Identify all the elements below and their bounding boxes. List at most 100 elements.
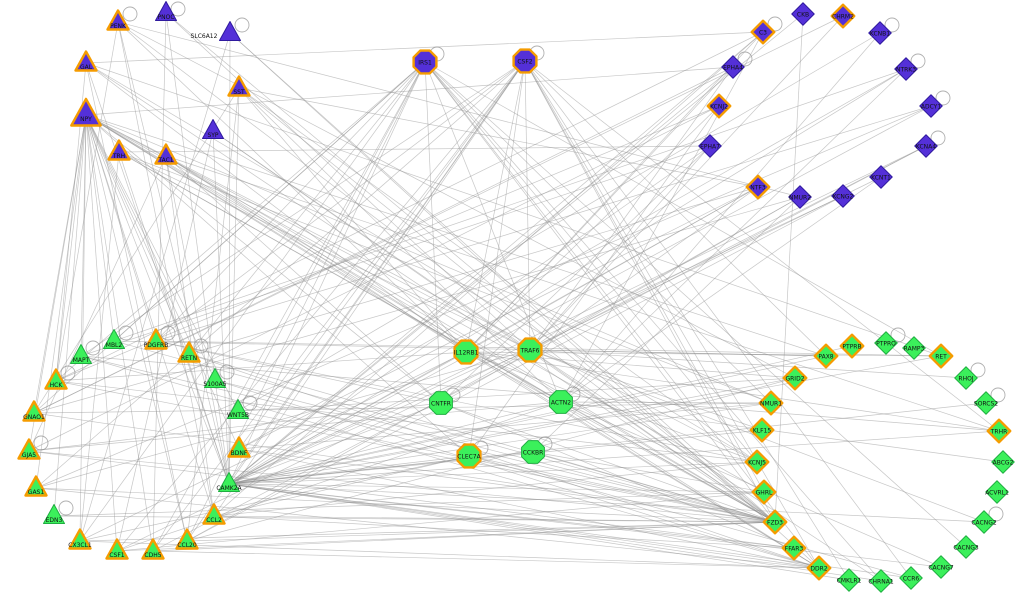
node-shape-PDGFRB[interactable]	[144, 328, 168, 350]
node-shape-TRH[interactable]	[107, 139, 131, 161]
node-EPHA7[interactable]: EPHA7	[698, 134, 722, 158]
node-shape-PTPRB[interactable]	[839, 333, 865, 359]
node-shape-KLF15[interactable]	[749, 417, 775, 443]
node-KCNA4[interactable]: KCNA4	[914, 134, 938, 158]
node-shape-GNAO1[interactable]	[22, 400, 46, 422]
node-shape-NMUR1[interactable]	[758, 390, 784, 416]
node-S100A5[interactable]: S100A5	[203, 368, 227, 389]
node-shape-PAX8[interactable]	[813, 343, 839, 369]
node-FFAR3[interactable]: FFAR3	[781, 535, 807, 561]
node-shape-GAS1[interactable]	[24, 475, 48, 497]
node-KLF15[interactable]: KLF15	[749, 417, 775, 443]
node-FZD3[interactable]: FZD3	[762, 509, 788, 535]
node-CMKLR1[interactable]: CMKLR1	[837, 568, 862, 592]
node-shape-S100A5[interactable]	[204, 368, 226, 388]
node-NPY[interactable]: NPY	[70, 97, 102, 127]
node-CCL20[interactable]: CCL20	[175, 528, 199, 550]
node-CCR6[interactable]: CCR6	[899, 566, 923, 590]
node-CDH5[interactable]: CDH5	[141, 538, 165, 560]
node-shape-RET[interactable]	[928, 343, 954, 369]
node-SST[interactable]: SST	[227, 75, 251, 97]
node-shape-PENK[interactable]	[106, 9, 130, 31]
node-shape-GAL[interactable]	[74, 50, 98, 72]
node-TRHR[interactable]: TRHR	[986, 418, 1012, 444]
node-EDN3[interactable]: EDN3	[43, 504, 65, 525]
node-shape-CLEC7A[interactable]	[456, 443, 482, 469]
node-shape-EPHA4[interactable]	[721, 55, 745, 79]
node-CNTFR[interactable]: CNTFR	[429, 391, 453, 415]
node-shape-BDNF[interactable]	[227, 436, 251, 458]
node-shape-MBL2[interactable]	[103, 329, 125, 349]
node-GRID2[interactable]: GRID2	[782, 365, 808, 391]
node-shape-CHRM2[interactable]	[830, 3, 856, 29]
node-shape-CHRNA1[interactable]	[869, 569, 893, 593]
node-GAS1[interactable]: GAS1	[24, 475, 48, 497]
node-shape-RHOJ[interactable]	[954, 366, 978, 390]
node-shape-EPHA7[interactable]	[698, 134, 722, 158]
node-shape-PTPRO[interactable]	[874, 331, 898, 355]
node-shape-KCNG2[interactable]	[831, 184, 855, 208]
node-SYP[interactable]: SYP	[202, 119, 224, 140]
node-shape-CSF2[interactable]	[512, 48, 538, 74]
node-DDR2[interactable]: DDR2	[806, 555, 832, 581]
node-PDGFRB[interactable]: PDGFRB	[144, 328, 169, 350]
node-shape-ADCY1[interactable]	[919, 94, 943, 118]
node-IRS1[interactable]: IRS1	[412, 49, 438, 75]
node-shape-MAPT[interactable]	[70, 344, 92, 364]
node-CAMK2A[interactable]: CAMK2A	[216, 472, 243, 493]
node-GHRL[interactable]: GHRL	[751, 479, 777, 505]
node-CACNG2[interactable]: CACNG2	[971, 510, 997, 534]
node-shape-RAMP3[interactable]	[902, 336, 926, 360]
node-PNOC[interactable]: PNOC	[155, 1, 177, 22]
node-shape-SYP[interactable]	[202, 119, 224, 139]
node-shape-KCNJ2[interactable]	[706, 93, 732, 119]
node-shape-IL12RB1[interactable]	[453, 339, 479, 365]
node-GNAO1[interactable]: GNAO1	[22, 400, 46, 422]
node-shape-CAMK2A[interactable]	[218, 472, 240, 492]
node-shape-SLC6A12[interactable]	[219, 21, 241, 41]
node-WNT5B[interactable]: WNT5B	[227, 399, 249, 420]
node-PTPRB[interactable]: PTPRB	[839, 333, 865, 359]
node-shape-CCKBR[interactable]	[521, 440, 545, 464]
node-C3[interactable]: C3	[750, 19, 776, 45]
node-shape-KCNT1[interactable]	[869, 165, 893, 189]
node-KCNJ5[interactable]: KCNJ5	[744, 449, 770, 475]
node-NMUR2[interactable]: NMUR2	[788, 185, 812, 209]
node-CLEC7A[interactable]: CLEC7A	[456, 443, 482, 469]
node-shape-KCNB1[interactable]	[868, 21, 892, 45]
node-shape-KCNJ5[interactable]	[744, 449, 770, 475]
node-MAPT[interactable]: MAPT	[70, 344, 92, 365]
node-shape-CDH5[interactable]	[141, 538, 165, 560]
node-shape-NPY[interactable]	[70, 97, 102, 127]
node-SLC6A12[interactable]: SLC6A12	[191, 21, 241, 41]
node-NMUR1[interactable]: NMUR1	[758, 390, 784, 416]
node-CSF2[interactable]: CSF2	[512, 48, 538, 74]
node-shape-TAC1[interactable]	[154, 143, 178, 165]
node-shape-DDR2[interactable]	[806, 555, 832, 581]
node-BDNF[interactable]: BDNF	[227, 436, 251, 458]
node-shape-CMKLR1[interactable]	[837, 568, 861, 592]
node-MBL2[interactable]: MBL2	[103, 329, 125, 350]
node-shape-CKB[interactable]	[791, 2, 815, 26]
node-CACNG3[interactable]: CACNG3	[953, 535, 979, 559]
node-CKB[interactable]: CKB	[791, 2, 815, 26]
node-shape-CACNG7[interactable]	[929, 555, 953, 579]
node-NTF3[interactable]: NTF3	[745, 174, 771, 200]
node-shape-GHRL[interactable]	[751, 479, 777, 505]
node-shape-NTRK3[interactable]	[894, 57, 918, 81]
node-shape-TRHR[interactable]	[986, 418, 1012, 444]
node-RET[interactable]: RET	[928, 343, 954, 369]
node-shape-CNTFR[interactable]	[429, 391, 453, 415]
node-KCNG2[interactable]: KCNG2	[831, 184, 855, 208]
node-GAL[interactable]: GAL	[74, 50, 98, 72]
node-PTPRO[interactable]: PTPRO	[874, 331, 898, 355]
node-shape-KCNA4[interactable]	[914, 134, 938, 158]
node-shape-SORCS2[interactable]	[974, 391, 998, 415]
node-shape-IRS1[interactable]	[412, 49, 438, 75]
node-CACNG7[interactable]: CACNG7	[928, 555, 954, 579]
node-KCNB1[interactable]: KCNB1	[868, 21, 892, 45]
node-IL12RB1[interactable]: IL12RB1	[453, 339, 479, 365]
node-shape-C3[interactable]	[750, 19, 776, 45]
